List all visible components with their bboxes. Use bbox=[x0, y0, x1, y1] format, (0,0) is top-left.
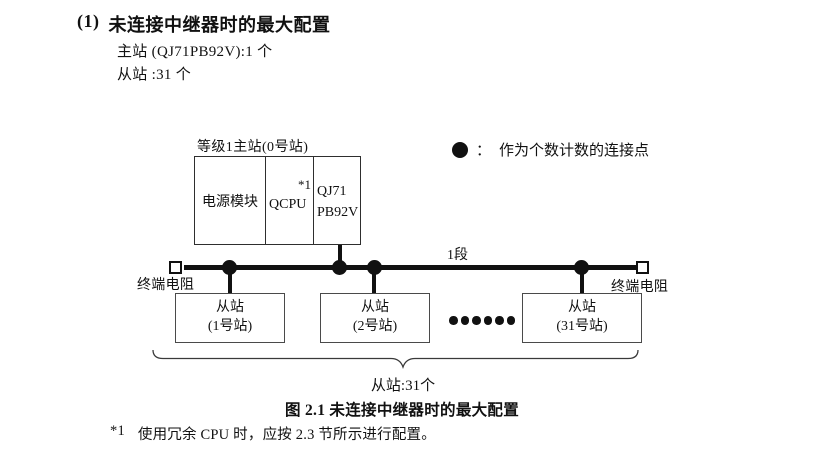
slave-station-1-box: 从站 (1号站) bbox=[175, 293, 285, 343]
underbrace bbox=[152, 349, 639, 369]
segment-label: 1段 bbox=[447, 248, 468, 263]
connection-point-dot bbox=[222, 260, 237, 275]
slave-count-line: 从站 :31 个 bbox=[117, 67, 192, 83]
slave-name: 从站 bbox=[216, 300, 244, 316]
ellipsis-dot bbox=[495, 316, 504, 325]
pb92v-label-line1: QJ71 bbox=[317, 184, 347, 199]
legend: ： 作为个数计数的连接点 bbox=[452, 139, 649, 160]
section-number: (1) bbox=[77, 11, 100, 31]
slave-station-31-box: 从站 (31号站) bbox=[522, 293, 642, 343]
footnote-text: 使用冗余 CPU 时，应按 2.3 节所示进行配置。 bbox=[137, 427, 436, 443]
slave1-drop-line bbox=[228, 266, 232, 294]
connection-point-dot bbox=[574, 260, 589, 275]
cpu-cell: *1 QCPU bbox=[266, 157, 314, 244]
footnote: *1 使用冗余 CPU 时，应按 2.3 节所示进行配置。 bbox=[110, 423, 436, 444]
slave-station-number: (2号站) bbox=[352, 319, 398, 334]
connection-point-dot bbox=[332, 260, 347, 275]
connection-point-dot bbox=[367, 260, 382, 275]
power-module-cell: 电源模块 bbox=[195, 157, 266, 244]
right-terminating-resistor-icon bbox=[636, 261, 649, 274]
slave-name: 从站 bbox=[361, 300, 389, 316]
master-drop-line bbox=[338, 245, 342, 267]
pb92v-cell: QJ71 PB92V bbox=[314, 157, 359, 244]
pb92v-label-line2: PB92V bbox=[317, 205, 359, 220]
legend-label: 作为个数计数的连接点 bbox=[499, 143, 650, 159]
cpu-label: QCPU bbox=[269, 197, 307, 212]
cpu-footnote-ref: *1 bbox=[298, 177, 311, 192]
master-count-line: 主站 (QJ71PB92V):1 个 bbox=[117, 44, 273, 60]
right-terminator-label: 终端电阻 bbox=[611, 280, 669, 295]
connection-point-icon bbox=[452, 141, 468, 158]
power-module-label: 电源模块 bbox=[202, 194, 258, 210]
slave-station-number: (1号站) bbox=[207, 319, 253, 334]
master-station-box: 电源模块 *1 QCPU QJ71 PB92V bbox=[194, 156, 361, 245]
slave-name: 从站 bbox=[568, 300, 596, 316]
left-terminator-label: 终端电阻 bbox=[137, 278, 195, 293]
slave-station-2-box: 从站 (2号站) bbox=[320, 293, 430, 343]
bus-segment-line bbox=[184, 265, 638, 270]
ellipsis-dot bbox=[472, 316, 481, 325]
figure-caption: 图 2.1 未连接中继器时的最大配置 bbox=[285, 402, 520, 419]
section-heading: (1) 未连接中继器时的最大配置 bbox=[77, 11, 331, 37]
legend-separator: ： bbox=[476, 143, 492, 159]
section-title: 未连接中继器时的最大配置 bbox=[108, 15, 331, 35]
slave31-drop-line bbox=[580, 266, 584, 294]
slave2-drop-line bbox=[372, 266, 376, 294]
left-terminating-resistor-icon bbox=[169, 261, 182, 274]
slave-station-number: (31号站) bbox=[556, 319, 608, 334]
ellipsis-dot bbox=[460, 316, 469, 325]
ellipsis-dot bbox=[506, 316, 515, 325]
brace-label: 从站:31个 bbox=[370, 378, 436, 394]
footnote-marker: *1 bbox=[110, 423, 125, 439]
master-station-label: 等级1主站(0号站) bbox=[197, 140, 309, 155]
ellipsis-dots bbox=[449, 316, 515, 325]
ellipsis-dot bbox=[449, 316, 458, 325]
ellipsis-dot bbox=[483, 316, 492, 325]
